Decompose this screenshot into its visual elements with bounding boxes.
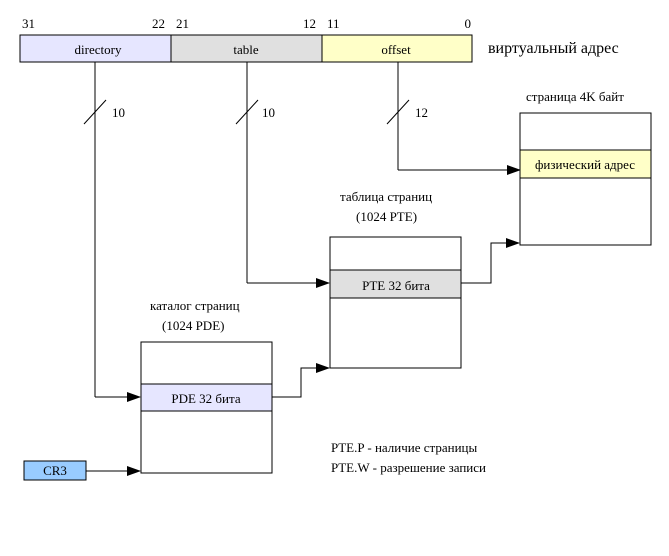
pte-entry (329, 269, 462, 299)
page-table: таблица страниц (1024 PTE) PTE 32 бита (329, 189, 462, 369)
bit-22: 22 (152, 16, 165, 31)
field-offset-label: offset (381, 42, 411, 57)
field-table (170, 34, 323, 63)
page-frame-box (519, 112, 652, 246)
pte-to-frame-arrow (461, 238, 520, 284)
legend: PTE.P - наличие страницы PTE.W - разреше… (331, 440, 486, 475)
bus-slash (386, 99, 410, 125)
bit-0: 0 (465, 16, 472, 31)
field-table-label: table (233, 42, 258, 57)
pde-to-table-arrow (272, 363, 330, 398)
physical-address-label: физический адрес (535, 157, 635, 172)
field-offset (321, 34, 473, 63)
page-frame-title: страница 4K байт (526, 89, 624, 104)
bus-table: 10 (235, 62, 330, 288)
page-frame: страница 4K байт физический адрес (519, 89, 652, 246)
field-directory-label: directory (75, 42, 122, 57)
bus-width-offset: 12 (415, 105, 428, 120)
bus-offset: 12 (386, 62, 521, 175)
bit-31: 31 (22, 16, 35, 31)
page-directory-subtitle: (1024 PDE) (162, 318, 224, 333)
bus-width-table: 10 (262, 105, 275, 120)
page-table-title: таблица страниц (340, 189, 432, 204)
bus-slash (235, 99, 259, 125)
page-table-box (329, 236, 462, 369)
bus-width-directory: 10 (112, 105, 125, 120)
pde-entry (140, 383, 273, 412)
cr3-label: CR3 (43, 463, 67, 478)
bit-11: 11 (327, 16, 340, 31)
bus-slash (83, 99, 107, 125)
legend-pte-p: PTE.P - наличие страницы (331, 440, 477, 455)
physical-address-entry (519, 149, 652, 179)
bus-directory: 10 (83, 62, 141, 402)
page-directory: каталог страниц (1024 PDE) PDE 32 бита (140, 298, 273, 474)
pde-entry-label: PDE 32 бита (171, 391, 240, 406)
cr3-register: CR3 (23, 460, 141, 481)
bit-21: 21 (176, 16, 189, 31)
page-directory-title: каталог страниц (150, 298, 240, 313)
legend-pte-w: PTE.W - разрешение записи (331, 460, 486, 475)
virtual-address: directory table offset 31 22 21 12 11 0 … (19, 16, 619, 63)
virtual-address-caption: виртуальный адрес (488, 40, 619, 57)
pte-entry-label: PTE 32 бита (362, 278, 430, 293)
bit-12: 12 (303, 16, 316, 31)
page-table-subtitle: (1024 PTE) (356, 209, 417, 224)
field-directory (19, 34, 172, 63)
